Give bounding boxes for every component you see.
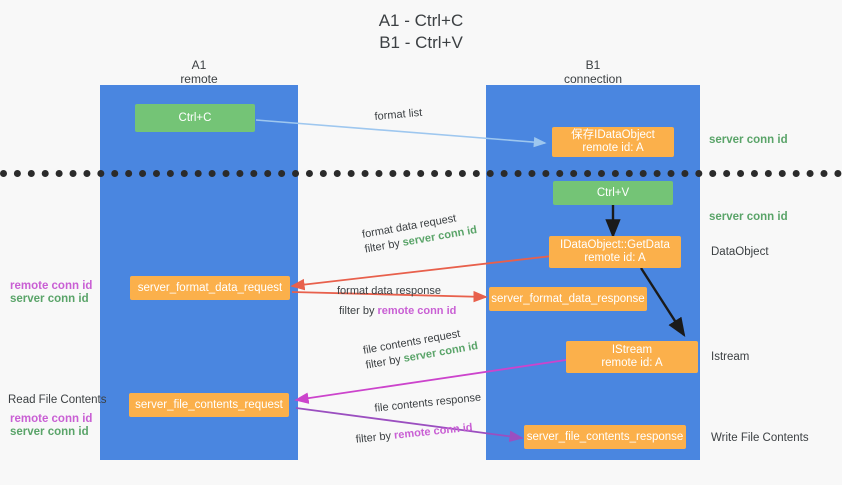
edge-label-file-contents-request: file contents request filter by server c… xyxy=(362,324,479,373)
title-line-2: B1 - Ctrl+V xyxy=(379,33,463,52)
node-server-format-data-response[interactable]: server_format_data_response xyxy=(489,287,647,311)
lane-header-b1: B1 connection xyxy=(486,58,700,86)
lane-a1-name: A1 xyxy=(191,58,207,72)
edge-label-format-data-response: format data response filter by remote co… xyxy=(337,284,456,319)
node-istream-line2: remote id: A xyxy=(601,357,663,369)
node-getdata-line2: remote id: A xyxy=(584,252,646,264)
filter-prefix: filter by xyxy=(339,305,378,317)
edge-file-contents-response-title: file contents response xyxy=(373,391,482,415)
node-ctrl-v[interactable]: Ctrl+V xyxy=(553,181,673,205)
annotation-left-server-conn-id-2: server conn id xyxy=(10,426,89,438)
annotation-left-read-file-contents: Read File Contents xyxy=(8,394,107,406)
edge-format-data-response-filter: filter by remote conn id xyxy=(339,304,456,319)
filter-value-remote-conn-id: remote conn id xyxy=(393,421,474,442)
node-istream-line1: IStream xyxy=(611,344,653,356)
annotation-right-dataobject: DataObject xyxy=(711,246,769,258)
edge-label-format-list-text: format list xyxy=(374,106,423,123)
node-server-file-contents-request[interactable]: server_file_contents_request xyxy=(129,393,289,417)
phase-divider xyxy=(0,170,842,177)
annotation-right-server-conn-id-2: server conn id xyxy=(709,211,788,223)
diagram-title: A1 - Ctrl+C B1 - Ctrl+V xyxy=(0,10,842,54)
edge-format-data-response-title: format data response xyxy=(337,285,441,297)
annotation-left-server-conn-id-1: server conn id xyxy=(10,293,89,305)
lane-a1-subtitle: remote xyxy=(180,72,218,86)
node-server-format-data-request[interactable]: server_format_data_request xyxy=(130,276,290,300)
annotation-right-istream: Istream xyxy=(711,351,750,363)
node-save-idataobject-line1: 保存IDataObject xyxy=(571,129,655,141)
annotation-left-remote-conn-id-1: remote conn id xyxy=(10,280,93,292)
node-istream[interactable]: IStream remote id: A xyxy=(566,341,698,373)
filter-prefix: filter by xyxy=(355,429,395,446)
filter-value-remote-conn-id: remote conn id xyxy=(377,305,457,317)
lane-header-a1: A1 remote xyxy=(100,58,298,86)
edge-label-format-data-request: format data request filter by server con… xyxy=(361,208,478,257)
node-ctrl-c-label: Ctrl+C xyxy=(178,111,212,124)
node-ctrl-c[interactable]: Ctrl+C xyxy=(135,104,255,132)
edge-file-contents-response-filter: filter by remote conn id xyxy=(355,419,485,447)
node-save-idataobject-line2: remote id: A xyxy=(582,142,644,154)
annotation-right-write-file-contents: Write File Contents xyxy=(711,432,809,444)
edge-label-file-contents-response: file contents response filter by remote … xyxy=(352,391,485,448)
node-getdata-line1: IDataObject::GetData xyxy=(560,239,670,251)
node-idataobject-getdata[interactable]: IDataObject::GetData remote id: A xyxy=(549,236,681,268)
node-server-file-contents-response-label: server_file_contents_response xyxy=(526,430,684,443)
annotation-right-server-conn-id-1: server conn id xyxy=(709,134,788,146)
node-server-file-contents-request-label: server_file_contents_request xyxy=(135,398,283,411)
node-save-idataobject[interactable]: 保存IDataObject remote id: A xyxy=(552,127,674,157)
title-line-1: A1 - Ctrl+C xyxy=(378,11,464,30)
node-server-format-data-response-label: server_format_data_response xyxy=(491,292,645,305)
annotation-left-remote-conn-id-2: remote conn id xyxy=(10,413,93,425)
node-server-format-data-request-label: server_format_data_request xyxy=(137,281,283,294)
edge-label-format-list: format list xyxy=(374,106,423,125)
lane-b1-name: B1 xyxy=(585,58,601,72)
node-server-file-contents-response[interactable]: server_file_contents_response xyxy=(524,425,686,449)
node-ctrl-v-label: Ctrl+V xyxy=(596,186,630,199)
lane-b1-subtitle: connection xyxy=(563,72,623,86)
